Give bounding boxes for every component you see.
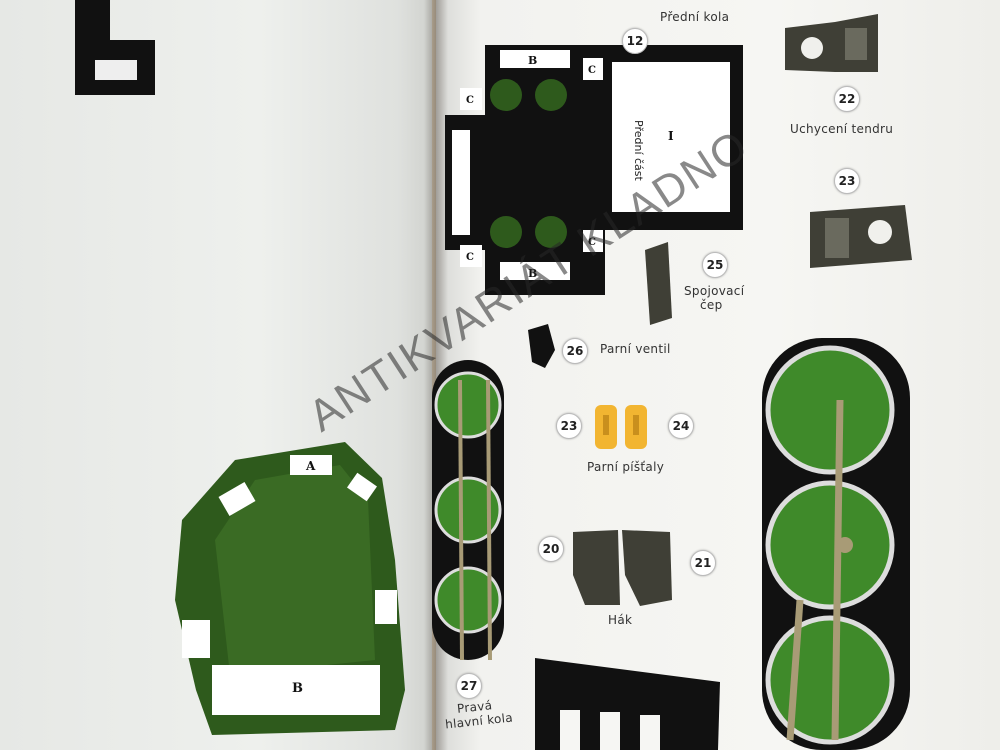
part-number-badge: 24 bbox=[668, 413, 694, 439]
tab-letter: C bbox=[588, 237, 596, 248]
part-label: čep bbox=[700, 298, 723, 312]
hook-parts bbox=[573, 530, 672, 606]
tab-letter: I bbox=[668, 129, 674, 143]
part-number-badge: 21 bbox=[690, 550, 716, 576]
front-wheels-box-part bbox=[445, 45, 743, 295]
part-number-badge: 25 bbox=[702, 252, 728, 278]
bottom-black-part bbox=[535, 658, 720, 750]
front-section-label: Přední část bbox=[632, 120, 645, 182]
part-number-badge: 27 bbox=[456, 673, 482, 699]
steam-whistles-part bbox=[595, 405, 647, 449]
tab-letter: B bbox=[292, 681, 303, 696]
large-wheels-strip bbox=[762, 338, 910, 750]
part-label: Uchycení tendru bbox=[790, 122, 894, 136]
right-main-wheels-strip bbox=[432, 360, 504, 661]
part-number-badge: 22 bbox=[834, 86, 860, 112]
connecting-pin-part bbox=[645, 242, 672, 325]
tab-letter: C bbox=[466, 95, 474, 106]
part-label: Parní píšťaly bbox=[587, 460, 665, 474]
tab-letter: B bbox=[528, 267, 537, 280]
tab-letter: C bbox=[466, 252, 474, 263]
tab-letter: C bbox=[588, 65, 596, 76]
green-cab-part bbox=[175, 442, 405, 735]
part-number-badge: 26 bbox=[562, 338, 588, 364]
part-number-badge: 23 bbox=[556, 413, 582, 439]
steam-valve-part bbox=[528, 324, 555, 368]
black-bracket-part bbox=[75, 0, 155, 95]
part-label: Přední kola bbox=[660, 10, 730, 24]
tab-letter: A bbox=[305, 459, 316, 473]
tender-mount-part-22 bbox=[785, 14, 878, 72]
part-label: Parní ventil bbox=[600, 342, 671, 356]
tender-mount-part-23 bbox=[810, 205, 912, 268]
tab-letter: B bbox=[528, 54, 537, 67]
part-label: Spojovací bbox=[684, 284, 745, 298]
part-number-badge: 23 bbox=[834, 168, 860, 194]
part-number-badge: 12 bbox=[622, 28, 648, 54]
part-number-badge: 20 bbox=[538, 536, 564, 562]
part-label: Hák bbox=[608, 613, 633, 627]
